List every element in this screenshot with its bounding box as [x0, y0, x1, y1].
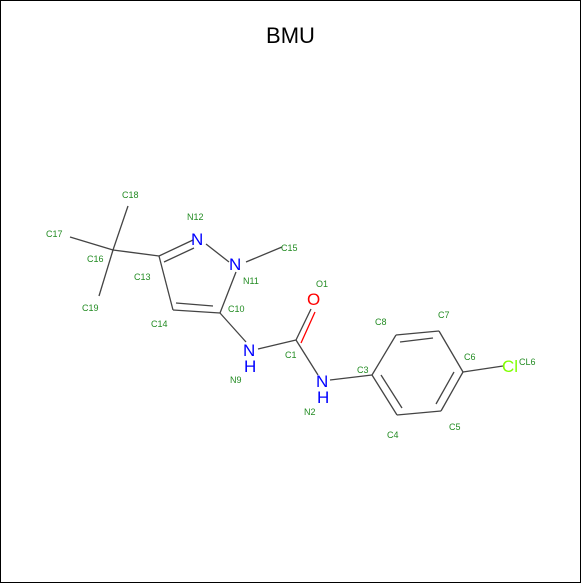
bond-C3-C4-inner	[380, 374, 403, 409]
atom-label-C19: C19	[82, 303, 99, 313]
atom-label-N9: N9	[230, 375, 242, 385]
bond-C16-C19	[98, 249, 114, 297]
atom-label-C4: C4	[387, 430, 399, 440]
bond-layer	[69, 205, 504, 416]
bond-C5-C6	[440, 371, 464, 412]
element-symbol-N2: N	[316, 372, 328, 391]
bond-C4-C5	[396, 410, 442, 416]
element-symbol-N12: N	[191, 230, 203, 249]
bond-C5-C6-inner	[435, 371, 455, 405]
element-symbol-CL6: Cl	[502, 357, 518, 376]
element-symbol-N9-hydrogen: H	[244, 357, 256, 376]
element-symbol-N9: N	[243, 341, 255, 360]
bond-C13-C16	[112, 249, 160, 257]
element-symbol-N2-hydrogen: H	[317, 388, 329, 407]
bond-C1-N9	[257, 339, 297, 350]
atom-label-N11: N11	[243, 276, 259, 286]
bond-C16-C17	[69, 236, 114, 251]
bond-C6-CL6	[462, 365, 504, 373]
bond-N11-C15	[245, 246, 283, 263]
atom-label-N2: N2	[304, 407, 316, 417]
atom-label-C10: C10	[228, 304, 245, 314]
atom-label-C3: C3	[357, 365, 369, 375]
element-symbol-N11: N	[229, 255, 241, 274]
element-symbol-O1: O	[307, 290, 320, 309]
atom-label-C8: C8	[375, 317, 387, 327]
atom-label-O1: O1	[316, 279, 328, 289]
molecule-title: BMU	[266, 23, 315, 48]
atom-label-C18: C18	[122, 190, 139, 200]
bond-C3-C4	[371, 374, 398, 416]
bond-C1-N2	[295, 339, 319, 376]
bond-N11-N12	[205, 243, 230, 263]
bond-C1-O1	[295, 308, 312, 341]
atom-label-C15: C15	[281, 243, 298, 253]
bond-C6-C7	[438, 330, 464, 373]
bond-C8-C3	[371, 334, 397, 376]
bond-C10-N11	[219, 271, 237, 314]
atom-label-C16: C16	[87, 254, 104, 264]
bond-C10-C14	[172, 309, 221, 314]
atom-label-C13: C13	[134, 272, 151, 282]
bond-C10-C14-inner	[175, 302, 214, 307]
bond-C16-C18	[112, 205, 129, 251]
bond-C1-O1-second	[300, 311, 316, 344]
bond-N9-C10	[219, 312, 247, 343]
bond-C7-C8-inner	[399, 337, 434, 343]
bond-N12-C13-inner	[163, 247, 195, 263]
atom-label-C17: C17	[46, 229, 63, 239]
atom-label-layer: O1 C1 N2 C3 C4 C5 C6 CL6 C7 C8 N9 C10 N1…	[46, 190, 536, 440]
bond-N2-C3	[329, 374, 373, 381]
atom-label-C6: C6	[464, 352, 476, 362]
atom-label-CL6: CL6	[519, 357, 536, 367]
atom-label-C14: C14	[151, 319, 168, 329]
element-symbol-layer: O N H N H N N Cl	[191, 230, 518, 407]
atom-label-C7: C7	[438, 310, 450, 320]
bond-C7-C8	[395, 330, 440, 336]
atom-label-C5: C5	[449, 422, 461, 432]
bond-C13-C14	[158, 255, 174, 311]
atom-label-N12: N12	[187, 212, 204, 222]
bond-N12-C13	[158, 239, 194, 257]
atom-label-C1: C1	[285, 350, 297, 360]
